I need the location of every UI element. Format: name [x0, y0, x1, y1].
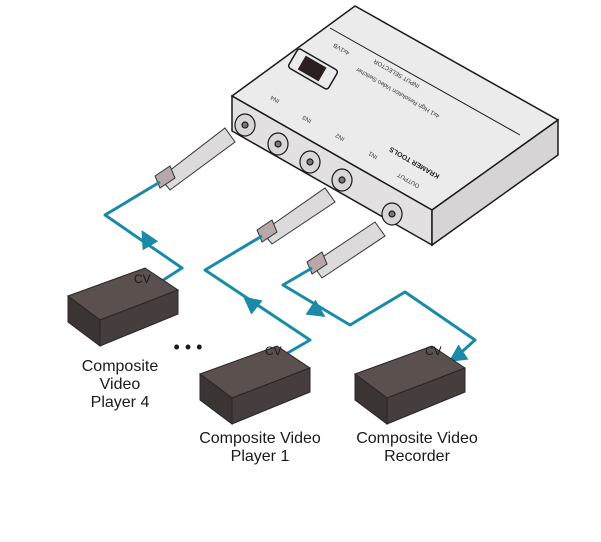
device-label-player1: Composite Video Player 1	[199, 430, 321, 465]
device-label-player4: Composite Video Player 4	[81, 358, 159, 411]
bnc-jack-in1	[331, 168, 353, 192]
device-player1	[198, 345, 312, 425]
cv-port-label-recorder: CV	[425, 344, 442, 358]
video-switcher: 4x1VB INPUT SELECTOR 4x1 High Resolution…	[230, 5, 560, 247]
device-player4	[66, 267, 180, 347]
cable-player1	[203, 234, 312, 364]
device-recorder	[353, 345, 467, 425]
bnc-plug-in1	[256, 187, 336, 245]
cv-port-label-player1: CV	[265, 344, 282, 358]
port-label-in2: IN2	[334, 131, 346, 141]
device-label-recorder: Composite Video Recorder	[356, 430, 478, 465]
bnc-plug-in4	[154, 127, 236, 191]
signal-arrows	[141, 230, 469, 362]
port-label-in1: IN1	[367, 149, 379, 159]
kramer-logo-icon	[287, 48, 339, 90]
port-label-in4: IN4	[269, 93, 281, 103]
bnc-jack-in3	[267, 132, 289, 156]
bnc-jack-in4	[234, 113, 256, 137]
more-devices-ellipsis: • • •	[173, 337, 203, 357]
bnc-plug-output	[306, 221, 386, 279]
port-label-in3: IN3	[301, 113, 313, 123]
cable-recorder	[281, 266, 477, 360]
bnc-jack-output	[381, 202, 403, 226]
bnc-jack-in2	[299, 150, 321, 174]
cv-port-label-player4: CV	[134, 272, 151, 286]
